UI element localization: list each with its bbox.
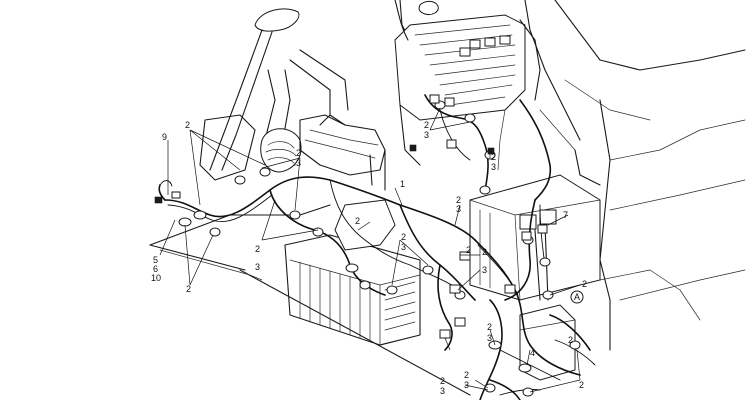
callout-3: 3 (487, 333, 492, 343)
engine-block (394, 0, 541, 171)
callout-2: 2 (466, 245, 471, 255)
callout-2: 2 (185, 120, 190, 130)
callout-6: 6 (153, 264, 158, 274)
callout-2: 2 (255, 244, 260, 254)
callout-3: 3 (255, 262, 260, 272)
callout-3: 3 (456, 204, 461, 214)
callout-2: 2 (464, 370, 469, 380)
right-housing: A (469, 174, 701, 381)
callout-2: 2 (568, 335, 573, 345)
callout-4: 4 (530, 348, 535, 358)
callout-2: 2 (482, 247, 487, 257)
callout-5: 5 (153, 255, 158, 265)
callout-3: 3 (401, 242, 406, 252)
callout-9: 9 (162, 132, 167, 142)
callout-3: 3 (482, 265, 487, 275)
callout-3: 3 (491, 162, 496, 172)
machine-body-outline (149, 0, 746, 396)
callout-2: 2 (440, 376, 445, 386)
callout-7: 7 (563, 210, 568, 220)
callout-1: 1 (400, 179, 405, 189)
callout-3: 3 (296, 158, 301, 168)
callout-2: 2 (186, 284, 191, 294)
control-lever-assembly (199, 8, 386, 191)
callout-2: 2 (579, 380, 584, 390)
callout-2: 2 (296, 148, 301, 158)
lower-tray (284, 199, 421, 346)
callout-2: 2 (582, 279, 587, 289)
stencil-letter: A (574, 292, 580, 302)
callout-2: 2 (424, 120, 429, 130)
callout-labels: 9 2 2 3 1 2 3 2 3 2 2 3 2 3 5 6 10 2 2 2… (151, 120, 587, 396)
callout-3: 3 (464, 380, 469, 390)
callout-2: 2 (491, 152, 496, 162)
callout-3: 3 (440, 386, 445, 396)
callout-3: 3 (424, 130, 429, 140)
callout-leaders (159, 107, 581, 393)
callout-2: 2 (401, 232, 406, 242)
callout-2: 2 (487, 322, 492, 332)
callout-2: 2 (456, 195, 461, 205)
callout-2: 2 (355, 216, 360, 226)
harness-connectors (154, 94, 548, 339)
callout-10: 10 (151, 273, 161, 283)
